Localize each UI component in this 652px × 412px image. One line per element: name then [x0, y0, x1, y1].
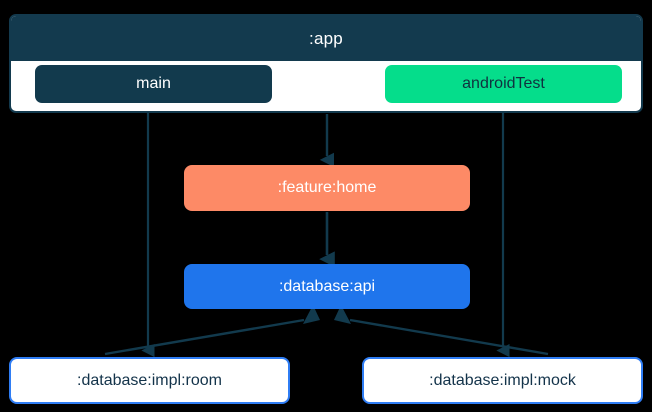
node-database-impl-mock[interactable]: :database:impl:mock: [362, 357, 643, 404]
subgraph-app[interactable]: :app main androidTest: [9, 14, 643, 113]
subgraph-app-label: :app: [11, 16, 641, 61]
subgraph-app-body: main androidTest: [11, 61, 641, 111]
node-feature-home[interactable]: :feature:home: [184, 165, 470, 211]
source-set-androidtest[interactable]: androidTest: [385, 65, 622, 103]
edge-database-impl-mock-to-database-api: [334, 305, 549, 356]
node-database-impl-room[interactable]: :database:impl:room: [9, 357, 290, 404]
edge-database-impl-room-to-database-api: [104, 305, 320, 356]
node-database-api[interactable]: :database:api: [184, 264, 470, 309]
source-set-main[interactable]: main: [35, 65, 272, 103]
